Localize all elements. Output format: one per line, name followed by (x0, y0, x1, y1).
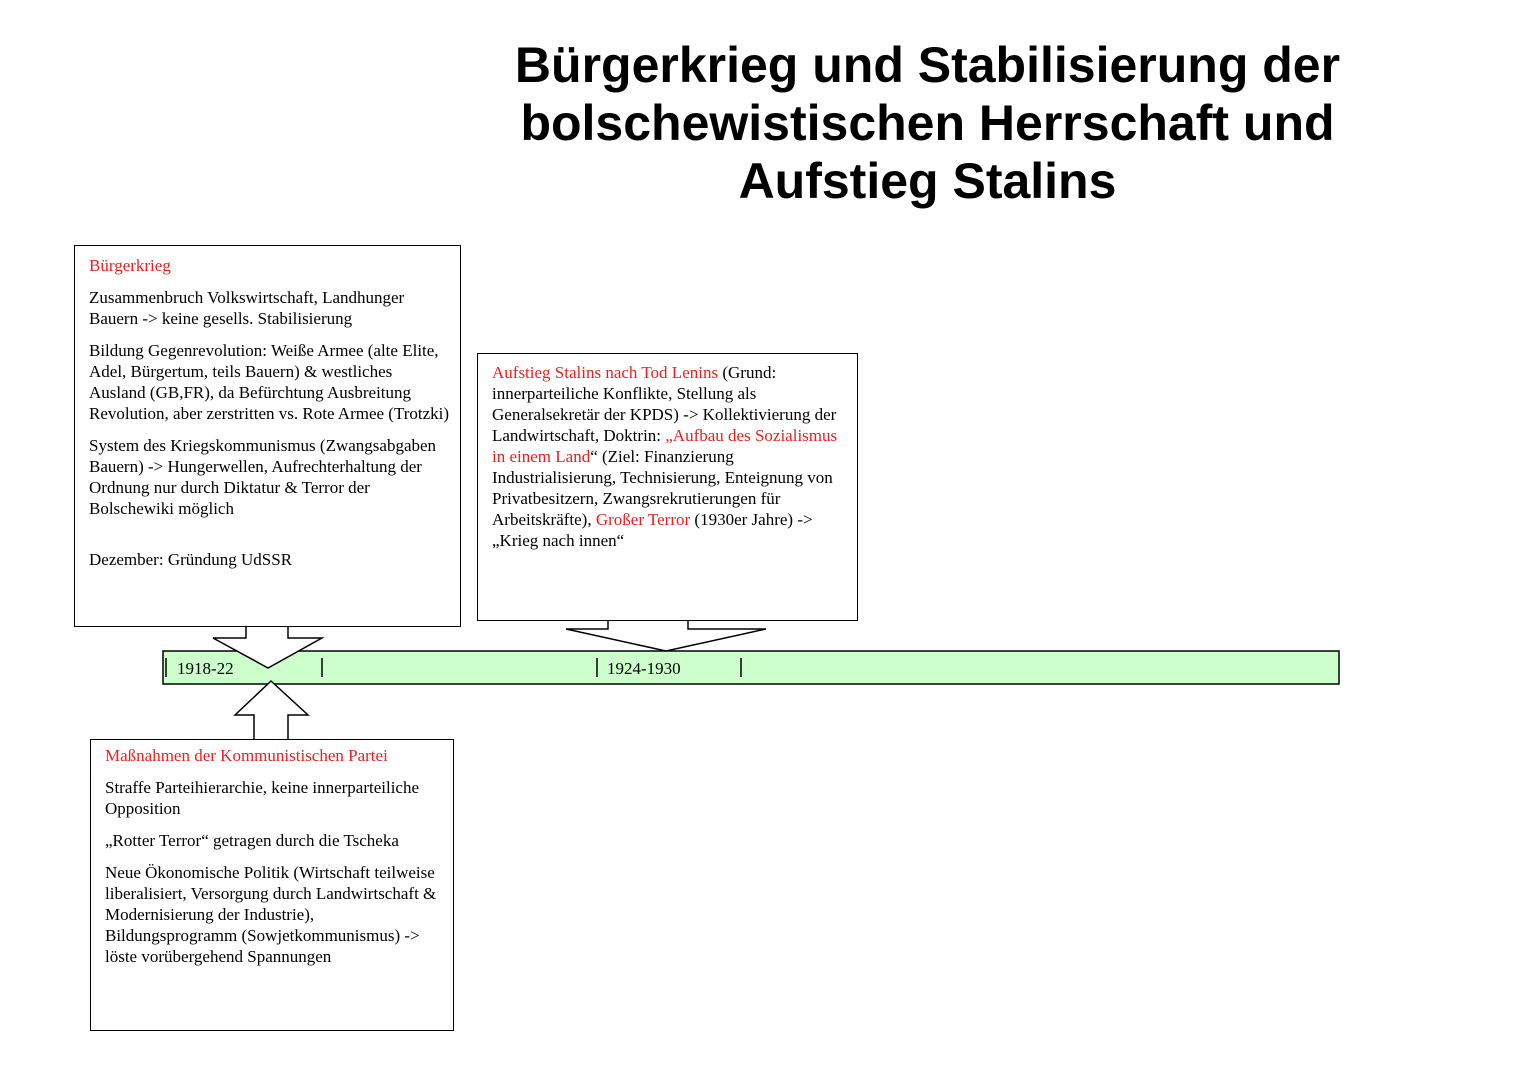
box-aufstieg-stalin: Aufstieg Stalins nach Tod Lenins (Grund:… (477, 353, 858, 621)
arrow-down-1918 (212, 625, 325, 669)
highlight-text: Aufstieg Stalins nach Tod Lenins (492, 363, 719, 382)
box-heading: Bürgerkrieg (89, 256, 171, 275)
box-heading: Maßnahmen der Kommunistischen Partei (105, 746, 388, 765)
box-paragraph: Dezember: Gründung UdSSR (89, 550, 293, 569)
timeline-label-1924-1930: 1924-1930 (607, 659, 681, 678)
box-massnahmen-partei: Maßnahmen der Kommunistischen Partei Str… (90, 739, 454, 1031)
box-paragraph: Straffe Parteihierarchie, keine innerpar… (105, 778, 420, 818)
timeline-label-1918-22: 1918-22 (177, 659, 234, 678)
body-text: (Grund: innerparteiliche Konflikte, Stel… (492, 363, 837, 445)
box-buergerkrieg: Bürgerkrieg Zusammenbruch Volkswirtschaf… (74, 245, 461, 627)
box-paragraph: Bildung Gegenrevolution: Weiße Armee (al… (89, 341, 450, 423)
title-line-1: Bürgerkrieg und Stabilisierung der (514, 37, 1341, 93)
box-paragraph: Zusammenbruch Volkswirtschaft, Landhunge… (89, 288, 405, 328)
arrow-up-1918 (233, 679, 310, 741)
box-paragraph: Neue Ökonomische Politik (Wirtschaft tei… (105, 863, 437, 966)
highlight-text: „Aufbau des Sozialismus in einem Land (492, 426, 838, 466)
body-text: “ (Ziel: Finanzierung Industrialisierung… (492, 447, 833, 529)
title-line-3: Aufstieg Stalins (738, 153, 1117, 209)
highlight-text: Großer Terror (595, 510, 691, 529)
title-line-2: bolschewistischen Herrschaft und (520, 95, 1335, 151)
page-title: Bürgerkrieg und Stabilisierung der bolsc… (470, 36, 1385, 210)
box-paragraph: Aufstieg Stalins nach Tod Lenins (Grund:… (492, 362, 851, 551)
timeline-bar (162, 650, 1340, 685)
body-text: (1930er Jahre) -> „Krieg nach innen“ (492, 510, 813, 550)
box-paragraph: System des Kriegskommunismus (Zwangsabga… (89, 436, 437, 518)
arrow-down-1924 (565, 618, 767, 652)
box-paragraph: „Rotter Terror“ getragen durch die Tsche… (105, 831, 399, 850)
